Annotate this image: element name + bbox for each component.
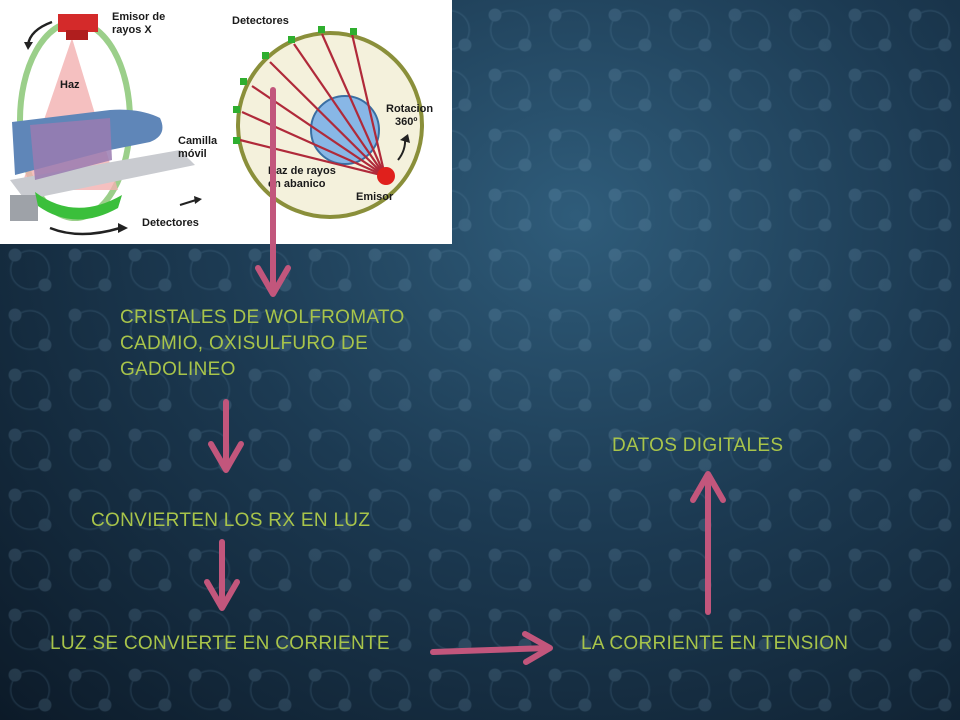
ct-scanner-drawing: Emisor de rayos X Haz Camilla móvil Dete… (10, 11, 433, 236)
emitter-dot (377, 167, 395, 185)
step-convert-light: CONVIERTEN LOS RX EN LUZ (91, 510, 371, 531)
patient-circle (310, 95, 380, 165)
gantry-diagram: Emisor de rayos X Haz Camilla móvil Dete… (10, 11, 218, 236)
arrow-light-to-current (204, 539, 240, 611)
right-detectors-label: Detectores (232, 15, 289, 27)
arrow-crystals-to-light (208, 399, 244, 473)
bed-label-1: Camilla (178, 135, 218, 147)
step-crystals: CRISTALES DE WOLFROMATO CADMIO, OXISULFU… (120, 305, 405, 383)
emitter-label-1: Emisor de (112, 11, 165, 23)
arrow-current-to-tension (430, 631, 553, 665)
ct-scanner-illustration: Emisor de rayos X Haz Camilla móvil Dete… (0, 0, 452, 244)
arrow-illustration-to-crystals (255, 87, 291, 297)
arrow-tension-to-digital (690, 471, 726, 615)
fan-label-2: en abanico (268, 178, 326, 190)
emitter-label: Emisor (356, 191, 394, 203)
rotation-label-1: Rotacion (386, 103, 433, 115)
crystals-line-1: CRISTALES DE WOLFROMATO (120, 307, 405, 328)
emitter-label-2: rayos X (112, 24, 152, 36)
fan-rays (239, 33, 387, 178)
fan-label-1: Haz de rayos (268, 165, 336, 177)
detector-array (35, 192, 122, 220)
fan-beam-diagram: Detectores Rotacion 360º Haz de rayos en… (232, 15, 433, 219)
step-light-current: LUZ SE CONVIERTE EN CORRIENTE (50, 633, 390, 654)
beam-label: Haz (60, 79, 80, 91)
crystals-line-3: GADOLINEO (120, 359, 236, 380)
step-current-tension: LA CORRIENTE EN TENSION (581, 633, 849, 654)
step-digital-data: DATOS DIGITALES (612, 435, 784, 456)
rotation-label-2: 360º (395, 116, 417, 128)
bed-label-2: móvil (178, 148, 207, 160)
detector-squares (233, 26, 357, 144)
emitter-box (58, 14, 98, 32)
crystals-line-2: CADMIO, OXISULFURO DE (120, 333, 369, 354)
left-detectors-label: Detectores (142, 217, 199, 229)
